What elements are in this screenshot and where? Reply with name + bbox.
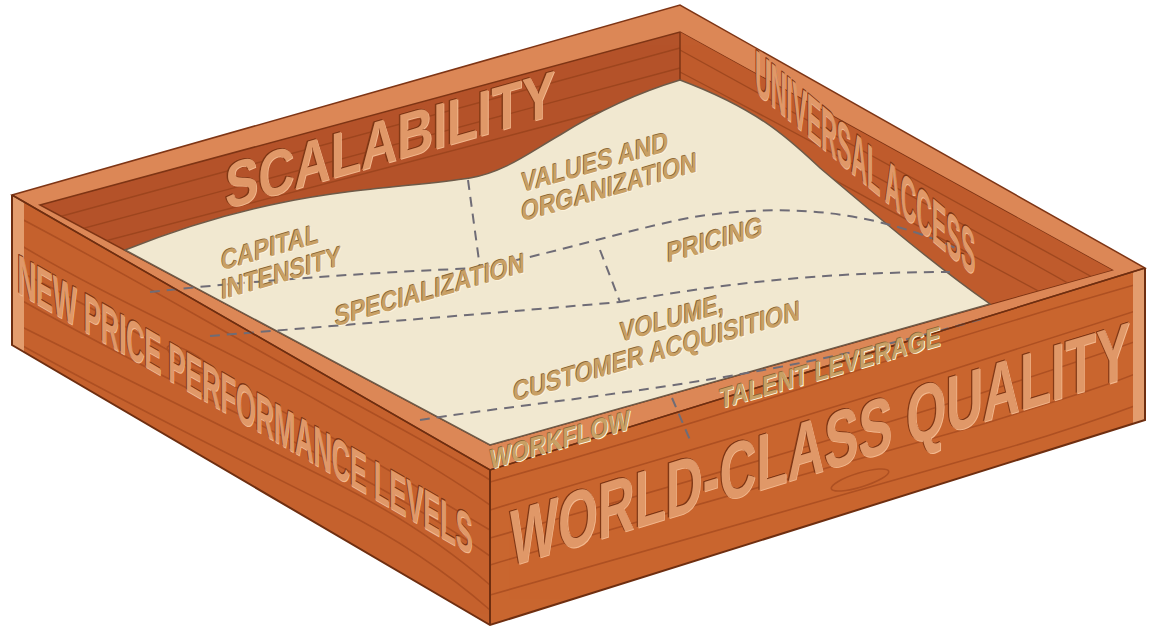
region-label: CAPITAL INTENSITY <box>221 204 369 305</box>
sand-region: SPECIALIZATION <box>335 248 525 332</box>
dashed-divider <box>600 250 620 302</box>
dashed-divider <box>672 398 690 440</box>
region-label: VALUES AND ORGANIZATION <box>522 112 719 227</box>
region-label: PRICING <box>667 212 763 269</box>
region-label: SPECIALIZATION <box>335 248 525 332</box>
sand-region: CAPITAL INTENSITY <box>221 204 369 305</box>
box-edge <box>679 32 681 82</box>
region-label: WORKFLOW <box>490 405 630 475</box>
box-edge <box>489 470 491 625</box>
sand-region: VALUES AND ORGANIZATION <box>522 112 719 227</box>
wall-label: SCALABILITY <box>225 61 555 220</box>
dashed-divider <box>468 180 480 268</box>
sand-region: WORKFLOW <box>490 405 630 475</box>
wall-label: UNIVERSAL ACCESS <box>755 40 975 287</box>
sand-region: PRICING <box>667 212 763 269</box>
end-grain <box>1133 268 1145 424</box>
dashed-divider <box>480 210 960 268</box>
